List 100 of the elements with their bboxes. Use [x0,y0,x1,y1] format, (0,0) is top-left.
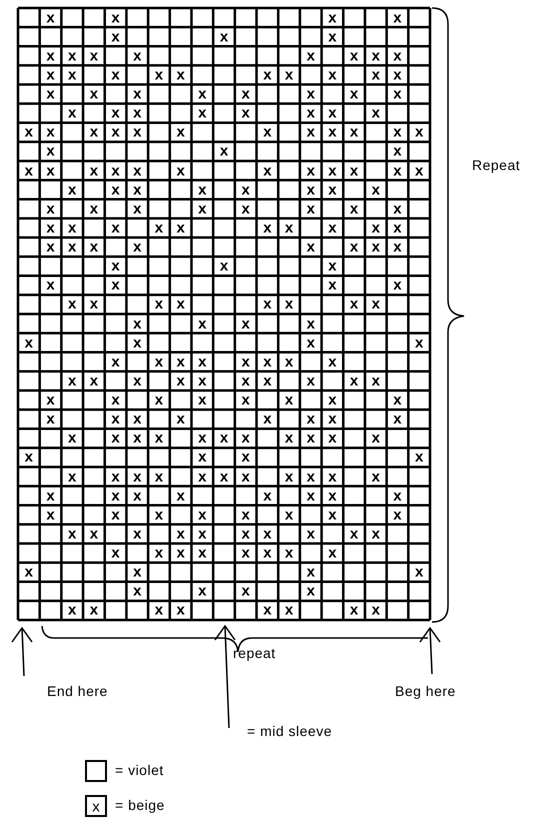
stitch-mark: x [154,602,164,618]
mid-sleeve-note: = mid sleeve [247,724,332,738]
stitch-mark: x [372,296,380,312]
stitch-mark: x [111,278,120,293]
stitch-mark: x [284,67,294,82]
stitch-mark: x [372,240,380,255]
stitch-mark: x [242,430,250,446]
stitch-mark: x [46,144,55,159]
stitch-mark: x [393,201,402,216]
stitch-mark: x [111,546,120,561]
stitch-mark: x [328,278,337,293]
stitch-mark: x [198,430,206,446]
stitch-mark: x [154,354,164,370]
stitch-mark: x [198,392,206,408]
stitch-mark: x [306,373,315,388]
stitch-mark: x [328,546,337,561]
stitch-mark: x [90,163,98,178]
stitch-mark: x [393,507,402,522]
stitch-mark: x [154,220,164,236]
end-label: End here [47,684,108,698]
stitch-mark: x [263,488,272,504]
stitch-mark: x [176,296,185,312]
stitch-mark: x [306,163,315,178]
stitch-mark: x [306,584,315,599]
stitch-mark: x [133,240,142,255]
stitch-mark: x [220,469,228,484]
stitch-mark: x [372,182,380,198]
stitch-mark: x [263,602,272,618]
stitch-mark: x [111,124,120,140]
stitch-mark: x [306,412,315,427]
stitch-mark: x [46,240,55,255]
stitch-mark: x [154,507,164,522]
stitch-mark: x [46,201,55,216]
stitch-mark: x [328,10,337,26]
stitch-mark: x [263,296,272,312]
stitch-mark: x [24,564,33,580]
stitch-mark: x [414,124,424,140]
stitch-mark: x [242,354,250,370]
stitch-mark: x [198,86,206,102]
stitch-mark: x [198,526,206,542]
stitch-mark: x [393,124,402,140]
stitch-mark: x [393,278,402,293]
stitch-mark: x [133,163,142,178]
stitch-mark: x [393,488,402,504]
stitch-mark: x [46,392,55,408]
stitch-mark: x [133,316,142,332]
stitch-mark: x [372,430,380,446]
stitch-mark: x [284,354,294,370]
stitch-mark: x [90,602,98,618]
legend-text: = violet [115,763,164,777]
stitch-mark: x [328,392,337,408]
stitch-mark: x [242,373,250,388]
stitch-mark: x [46,488,55,504]
stitch-mark: x [372,220,380,236]
stitch-mark: x [68,373,76,388]
stitch-mark: x [328,124,337,140]
stitch-mark: x [350,86,358,102]
stitch-mark: x [242,316,250,332]
stitch-mark: x [414,163,424,178]
stitch-mark: x [242,106,250,121]
stitch-mark: x [111,10,120,26]
stitch-mark: x [46,278,55,293]
stitch-mark: x [46,48,55,64]
stitch-mark: x [284,507,294,522]
stitch-mark: x [154,546,164,561]
stitch-mark: x [350,163,358,178]
stitch-mark: x [263,526,272,542]
stitch-mark: x [242,526,250,542]
stitch-mark: x [46,124,55,140]
stitch-mark: x [393,86,402,102]
stitch-mark: x [350,201,358,216]
stitch-mark: x [220,258,228,274]
stitch-mark: x [372,106,380,121]
stitch-mark: x [263,354,272,370]
stitch-mark: x [111,29,120,44]
stitch-mark: x [306,240,315,255]
stitch-mark: x [68,48,76,64]
stitch-mark: x [306,564,315,580]
stitch-mark: x [284,392,294,408]
stitch-mark: x [154,392,164,408]
stitch-mark: x [46,163,55,178]
stitch-mark: x [372,602,380,618]
stitch-mark: x [284,296,294,312]
stitch-mark: x [133,201,142,216]
stitch-mark: x [133,48,142,64]
stitch-mark: x [111,67,120,82]
stitch-mark: x [133,526,142,542]
stitch-mark: x [90,296,98,312]
stitch-mark: x [263,220,272,236]
stitch-mark: x [133,124,142,140]
stitch-mark: x [24,335,33,350]
stitch-mark: x [372,67,380,82]
stitch-mark: x [328,220,337,236]
stitch-mark: x [350,240,358,255]
stitch-mark: x [111,412,120,427]
stitch-mark: x [133,86,142,102]
stitch-mark: x [263,412,272,427]
stitch-mark: x [24,124,33,140]
stitch-mark: x [133,430,142,446]
stitch-mark: x [154,67,164,82]
